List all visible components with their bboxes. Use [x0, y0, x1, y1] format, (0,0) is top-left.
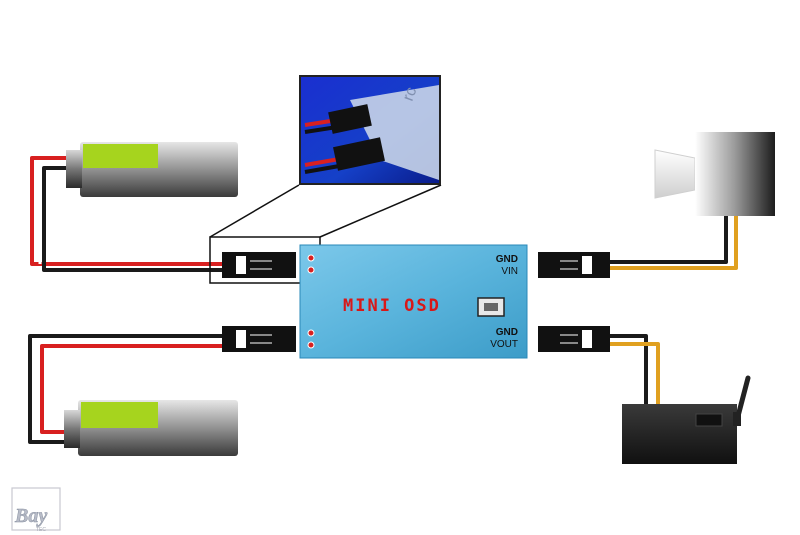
connector-inset: rc [299, 75, 441, 185]
board-title: MINI OSD [343, 296, 441, 316]
battery-top [66, 142, 238, 197]
pin-label-vout: VOUT [490, 339, 518, 350]
connector-camera [538, 252, 610, 278]
wire-battery-bottom [28, 334, 222, 444]
board-pad-top-2 [307, 266, 315, 274]
inset-connector-top [328, 104, 372, 134]
baytec-logo: Bay TEC [11, 487, 61, 533]
camera-lens [654, 149, 696, 199]
transmitter-port [695, 413, 723, 427]
camera-body [695, 132, 775, 216]
board-pad-top-1 [307, 254, 315, 262]
battery-top-label [83, 144, 158, 168]
connector-pin-window [236, 256, 246, 274]
pin-label-vin: VIN [501, 266, 518, 277]
battery-bottom-cap [64, 410, 80, 448]
connector-body [222, 326, 274, 352]
wire-transmitter [610, 334, 660, 406]
transmitter-body [622, 404, 737, 464]
connector-pin-window [582, 256, 592, 274]
inset-text: rc [400, 85, 421, 103]
logo-text: Bay [14, 505, 47, 527]
wire-battery-top [30, 156, 222, 272]
connector-body [222, 252, 274, 278]
board-switch-knob [484, 303, 498, 311]
connector-transmitter [538, 326, 610, 352]
battery-top-cap [66, 150, 82, 188]
pin-label-gnd-out: GND [496, 327, 518, 338]
logo-frame [11, 487, 61, 531]
zoom-line-right [319, 184, 442, 238]
camera [654, 132, 775, 216]
wire-camera [610, 216, 738, 270]
battery-bottom-label [81, 402, 158, 428]
inset-board-shape [350, 85, 439, 180]
pin-label-gnd-in: GND [496, 254, 518, 265]
board-pad-bottom-1 [307, 329, 315, 337]
connector-input-battery [222, 252, 296, 278]
inset-connector-bottom [333, 137, 385, 171]
zoom-line-left [209, 184, 300, 238]
connector-output-battery [222, 326, 296, 352]
mini-osd-board: MINI OSD GND VIN GND VOUT [299, 244, 528, 359]
battery-bottom [64, 400, 238, 456]
connector-pin-window [236, 330, 246, 348]
connector-pin-window [582, 330, 592, 348]
logo-subtext: TEC [36, 527, 46, 533]
video-transmitter [622, 375, 751, 464]
board-pad-bottom-2 [307, 341, 315, 349]
